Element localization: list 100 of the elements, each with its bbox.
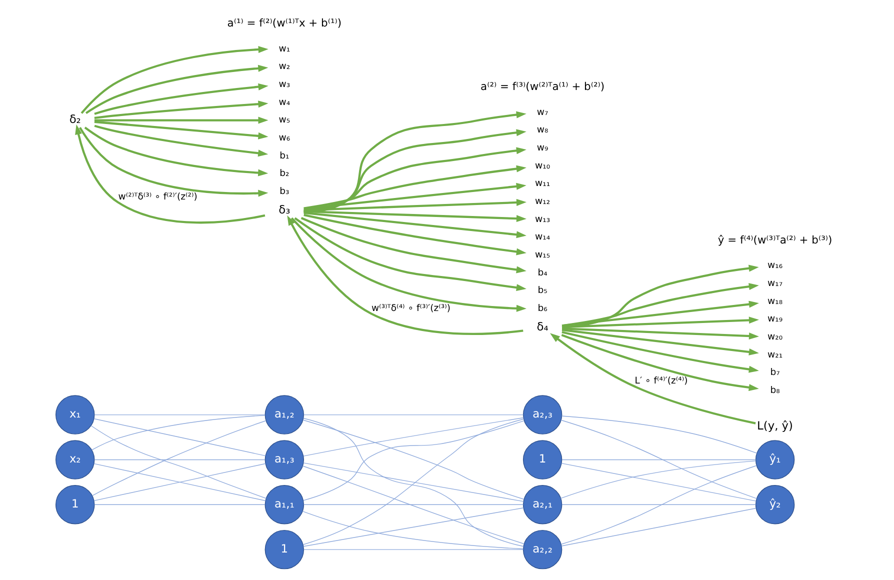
arrow [304, 129, 526, 212]
arrow [562, 327, 759, 340]
node-text: b₄ [538, 267, 548, 278]
node-text: w₁₄ [535, 232, 550, 243]
node-text: w₁₁ [535, 178, 550, 190]
connector [303, 414, 524, 416]
node-text: b₅ [538, 285, 548, 296]
node-text: w₁₀ [535, 160, 550, 172]
node-text: L(y, ŷ) [757, 418, 794, 433]
arrow [85, 64, 268, 114]
node-text: w₁₃ [535, 214, 550, 225]
node-text: b₈ [770, 384, 780, 396]
arrow [562, 316, 759, 328]
node-text: w₄ [278, 96, 290, 108]
node-circle: ŷ₂ [755, 485, 795, 524]
node-circle: 1 [264, 530, 304, 570]
arrow [562, 328, 759, 356]
node-text: w₈ [536, 124, 548, 136]
arrow [94, 124, 268, 157]
connector [562, 459, 756, 460]
node-text: w₅ [278, 114, 290, 126]
label: a⁽²⁾ = f⁽³⁾(w⁽²⁾ᵀa⁽¹⁾ + b⁽²⁾) [480, 80, 605, 93]
arrow [304, 210, 526, 222]
node-circle: a₁,₁ [264, 485, 304, 524]
arrow [94, 116, 268, 124]
connector [303, 504, 524, 505]
connector [562, 504, 756, 505]
node-text: w₆ [278, 132, 290, 144]
arrow [300, 217, 526, 274]
node-text: w₁₈ [768, 296, 783, 307]
node-text: b₂ [280, 168, 290, 180]
node-text: w₁₂ [535, 196, 550, 207]
connector [94, 459, 266, 460]
node-text: w₉ [536, 142, 548, 154]
label: ŷ = f⁽⁴⁾(w⁽³⁾ᵀa⁽²⁾ + b⁽³⁾) [718, 233, 832, 246]
node-text: b₇ [770, 367, 780, 378]
arrow [84, 126, 268, 176]
arrow [290, 217, 526, 312]
connector [303, 549, 524, 550]
node-circle: a₂,₃ [522, 395, 562, 434]
connector [94, 504, 266, 505]
arrow [94, 83, 268, 115]
arrow [94, 120, 268, 140]
connector [303, 417, 524, 456]
node-text: w₁₅ [535, 249, 550, 260]
node-circle: 1 [522, 440, 562, 480]
node-text: w₁₆ [768, 260, 783, 272]
node-text: δ₄ [536, 320, 548, 334]
node-circle: x₂ [56, 440, 95, 480]
node-text: b₁ [280, 150, 290, 162]
node-text: w₇ [536, 106, 548, 118]
connector [560, 465, 757, 545]
arrow [94, 100, 268, 119]
edge-label: L′ ∘ f⁽⁴⁾′(z⁽⁴⁾) [634, 376, 688, 387]
edge-label: w⁽³⁾ᵀδ⁽⁴⁾ ∘ f⁽³⁾′(z⁽³⁾) [371, 302, 451, 314]
arrow [550, 333, 756, 424]
arrow [304, 165, 526, 210]
connector [561, 508, 756, 546]
node-circle: a₁,₃ [264, 440, 304, 480]
node-text: w₂₀ [768, 331, 783, 342]
node-text: w₁₇ [768, 278, 783, 290]
arrow [294, 217, 526, 292]
node-circle: a₂,₁ [522, 485, 562, 524]
node-circle: 1 [56, 485, 95, 524]
node-text: w₁₉ [768, 314, 783, 325]
arrow [304, 182, 526, 210]
node-text: b₆ [538, 302, 548, 314]
node-circle: a₂,₂ [522, 530, 562, 570]
arrow [561, 334, 759, 391]
arrow [287, 215, 524, 335]
arrow [562, 283, 759, 327]
connector [94, 463, 266, 502]
arrow [304, 111, 526, 214]
node-text: w₁ [278, 43, 290, 54]
arrow [75, 124, 266, 224]
connector [303, 462, 524, 502]
connector [92, 415, 266, 450]
connector [560, 420, 758, 499]
node-text: δ₂ [69, 112, 81, 126]
node-circle: x₁ [56, 395, 95, 434]
arrow [562, 264, 759, 328]
arrow [304, 198, 526, 212]
arrow [304, 212, 526, 238]
node-text: b₃ [280, 186, 290, 198]
connector [94, 418, 266, 456]
arrow [562, 331, 759, 373]
node-text: w₂ [278, 61, 290, 72]
arrow [304, 147, 526, 212]
connector [561, 416, 758, 454]
node-text: δ₃ [278, 202, 290, 217]
label: a⁽¹⁾ = f⁽²⁾(w⁽¹⁾ᵀx + b⁽¹⁾) [227, 16, 342, 30]
arrow [78, 127, 268, 197]
node-text: w₂₁ [768, 349, 783, 360]
arrow [80, 46, 268, 114]
connector [94, 414, 266, 416]
node-circle: ŷ₁ [755, 440, 795, 480]
connector [302, 466, 524, 544]
arrow [562, 300, 759, 327]
node-circle: a₁,₂ [264, 395, 304, 434]
node-text: w₃ [278, 79, 290, 90]
